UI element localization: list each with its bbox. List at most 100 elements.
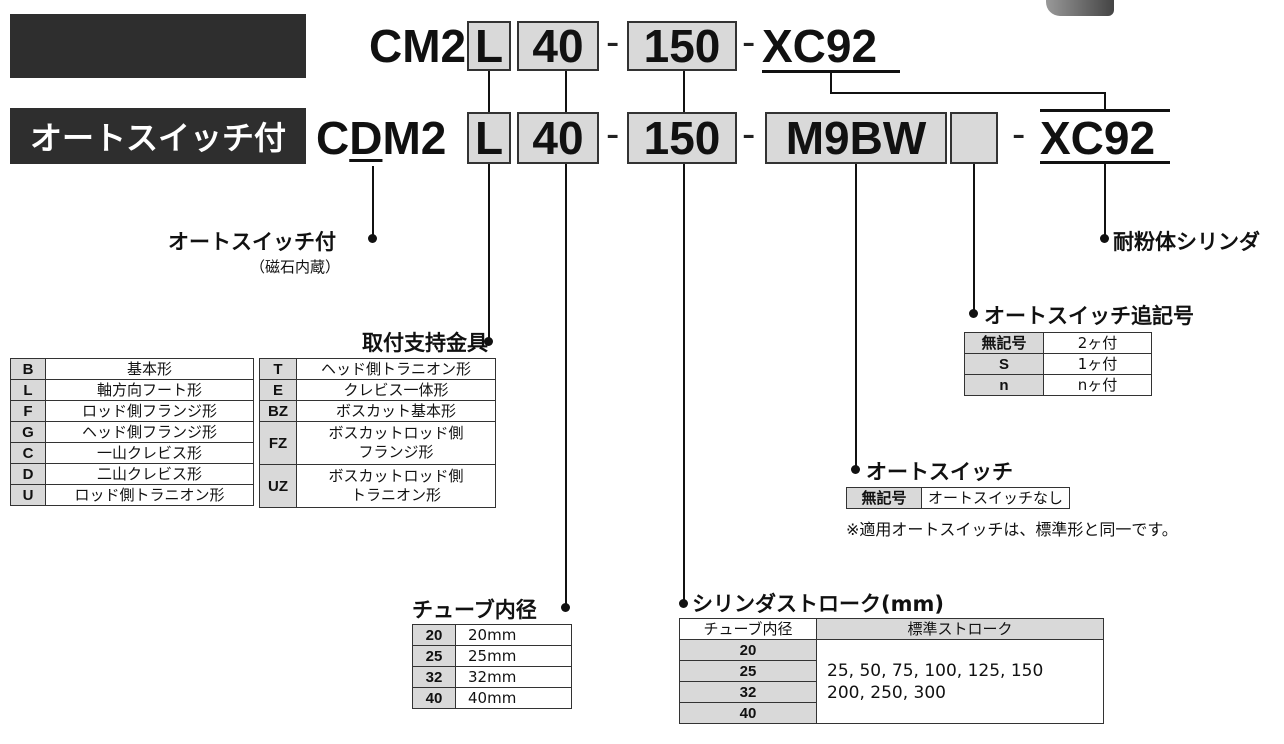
switch-table: 無記号オートスイッチなし — [846, 487, 1071, 509]
bore-code: 20 — [412, 624, 456, 646]
switch-count-code: 無記号 — [964, 332, 1044, 354]
mount-desc: ボスカットロッド側トラニオン形 — [296, 464, 496, 508]
row2-stroke-box: 150 — [627, 112, 737, 164]
row2-prefix-rest: M2 — [382, 112, 447, 164]
row2-switch-count-box — [950, 112, 998, 164]
stroke-bore: 20 — [679, 639, 817, 661]
leader-switch-dot — [851, 465, 860, 474]
mount-desc: ヘッド側フランジ形 — [45, 421, 254, 443]
mount-desc-line: ボスカットロッド側 — [328, 424, 464, 442]
table-row: チューブ内径 標準ストローク — [679, 618, 1104, 640]
mount-desc: 軸方向フート形 — [45, 379, 254, 401]
mount-code: L — [10, 379, 46, 401]
stroke-bore: 32 — [679, 681, 817, 703]
row2-dash-2: - — [742, 112, 756, 156]
table-row: 20 25, 50, 75, 100, 125, 150 200, 250, 3… — [679, 639, 1104, 724]
row1-dash-2: - — [742, 20, 756, 64]
row2-prefix-d: D — [349, 112, 383, 164]
row2-suffix-overline — [1040, 109, 1170, 112]
switch-count-desc: 2ヶ付 — [1043, 332, 1152, 354]
mount-code: D — [10, 463, 46, 485]
bore-code: 25 — [412, 645, 456, 667]
row2-suffix: XC92 — [1040, 112, 1156, 164]
row2-switch-box: M9BW — [765, 112, 947, 164]
row2-mount-box: L — [467, 112, 511, 164]
row2-dash-1: - — [606, 112, 620, 156]
mount-desc: 基本形 — [45, 358, 254, 380]
leader-auto-switch-v — [372, 166, 374, 238]
switch-count-code: S — [964, 353, 1044, 375]
switch-count-code: n — [964, 374, 1044, 396]
connector-xc92-v2 — [1104, 92, 1106, 109]
switch-count-desc: 1ヶ付 — [1043, 353, 1152, 375]
mount-code: BZ — [259, 400, 297, 422]
product-image — [1046, 0, 1114, 16]
bore-desc: 20mm — [455, 624, 572, 646]
mount-code: G — [10, 421, 46, 443]
mount-desc: ボスカット基本形 — [296, 400, 496, 422]
bore-desc: 40mm — [455, 687, 572, 709]
bore-code: 40 — [412, 687, 456, 709]
stroke-bore: 25 — [679, 660, 817, 682]
switch-count-title: オートスイッチ追記号 — [984, 304, 1194, 328]
switch-title: オートスイッチ — [866, 460, 1013, 484]
leader-bore-v — [565, 164, 567, 608]
auto-switch-label: オートスイッチ付 — [168, 230, 336, 254]
mount-title: 取付支持金具 — [362, 331, 488, 355]
stroke-header-stroke: 標準ストローク — [816, 618, 1104, 640]
table-row: 40 — [679, 702, 1104, 724]
stroke-title: シリンダストローク(mm) — [692, 592, 944, 616]
mount-desc: ロッド側フランジ形 — [45, 400, 254, 422]
leader-switch-count-top — [973, 164, 975, 166]
mount-desc: 一山クレビス形 — [45, 442, 254, 464]
mount-desc: ボスカットロッド側フランジ形 — [296, 421, 496, 465]
mount-code: B — [10, 358, 46, 380]
stroke-header-bore: チューブ内径 — [679, 618, 817, 640]
mount-desc: 二山クレビス形 — [45, 463, 254, 485]
mount-desc-line: トラニオン形 — [350, 486, 441, 504]
bore-title: チューブ内径 — [412, 598, 537, 622]
connector-stroke-rows — [683, 71, 685, 112]
stroke-values-line1: 25, 50, 75, 100, 125, 150 — [827, 660, 1044, 681]
bore-desc: 32mm — [455, 666, 572, 688]
stroke-table: チューブ内径 標準ストローク 20 25, 50, 75, 100, 125, … — [679, 618, 1104, 724]
auto-switch-note: （磁石内蔵） — [250, 258, 341, 276]
with-switch-label: オートスイッチ付 — [29, 119, 286, 157]
row1-suffix: XC92 — [762, 20, 878, 72]
leader-auto-switch-dot — [368, 234, 377, 243]
leader-switch-count-v — [973, 164, 975, 314]
table-row: 32 — [679, 681, 1104, 703]
row1-prefix: CM2 — [369, 20, 467, 72]
stroke-values: 25, 50, 75, 100, 125, 150 200, 250, 300 — [816, 639, 1104, 724]
stroke-bore: 40 — [679, 702, 817, 724]
header-dark-bar-top — [10, 14, 306, 78]
mount-desc: ヘッド側トラニオン形 — [296, 358, 496, 380]
mount-code: U — [10, 484, 46, 506]
mount-desc-line: フランジ形 — [358, 443, 434, 461]
row2-suffix-underline — [1040, 161, 1170, 164]
switch-count-desc: nヶ付 — [1043, 374, 1152, 396]
leader-switch-count-dot — [969, 309, 978, 318]
row1-suffix-underline — [762, 70, 900, 73]
leader-dust-v — [1104, 164, 1106, 238]
row2-prefix: CDM2 — [316, 115, 446, 161]
leader-dust-dot — [1100, 234, 1109, 243]
leader-mount-v — [488, 164, 490, 342]
row2-prefix-c: C — [316, 112, 350, 164]
switch-desc: オートスイッチなし — [920, 487, 1071, 509]
mount-desc-line: ボスカットロッド側 — [328, 467, 464, 485]
mount-code: F — [10, 400, 46, 422]
